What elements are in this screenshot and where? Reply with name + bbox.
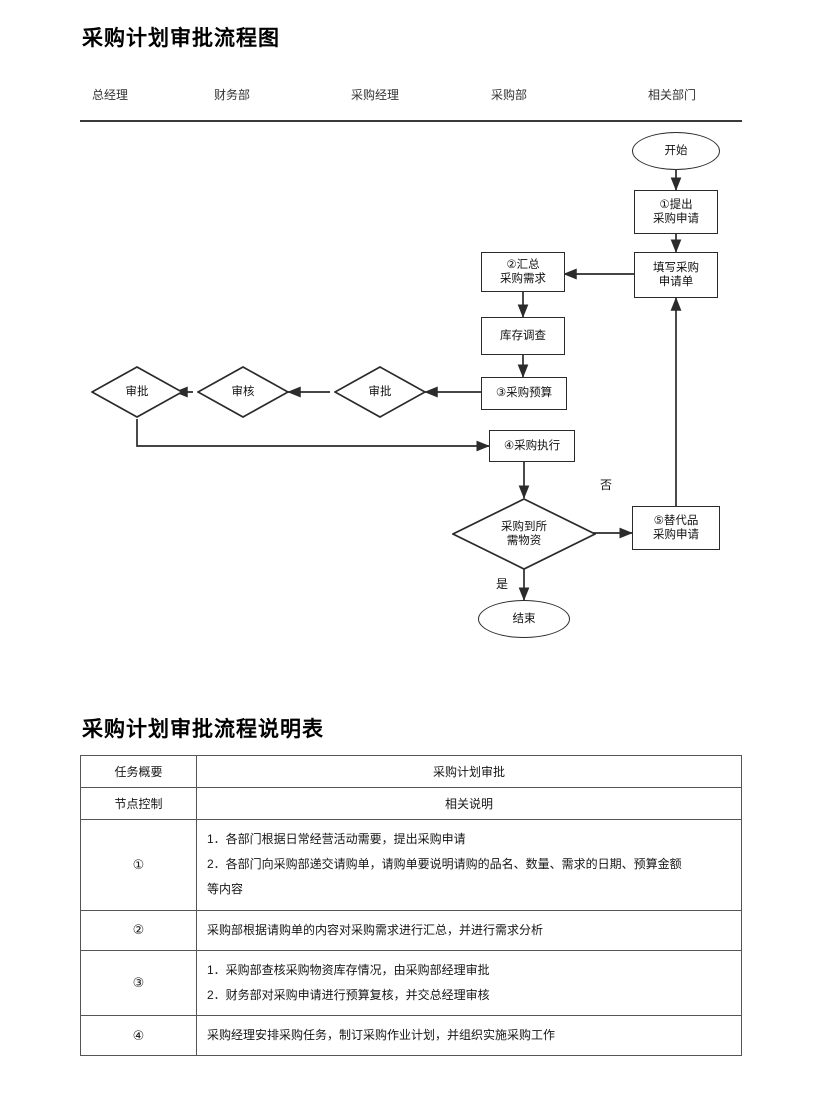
table-row: ① 1．各部门根据日常经营活动需要，提出采购申请 2．各部门向采购部递交请购单，…: [80, 819, 742, 911]
table-row: ④ 采购经理安排采购任务，制订采购作业计划，并组织实施采购工作: [80, 1015, 742, 1057]
node-purchase-budget: ③采购预算: [481, 377, 567, 410]
swimlane-divider-rule: [80, 120, 742, 122]
node-end: 结束: [478, 600, 570, 638]
row-key: ④: [80, 1015, 197, 1057]
row-key: ①: [80, 819, 197, 911]
row-line: 采购部根据请购单的内容对采购需求进行汇总，并进行需求分析: [207, 922, 544, 937]
node-start-label: 开始: [664, 144, 688, 157]
table-row: 节点控制 相关说明: [80, 787, 742, 820]
node-gather-demand-label: ②汇总采购需求: [500, 258, 546, 285]
node-start: 开始: [632, 132, 720, 170]
node-execute-purchase: ④采购执行: [489, 430, 575, 462]
row-value: 相关说明: [196, 787, 742, 820]
node-stock-check-label: 库存调查: [500, 329, 546, 342]
node-substitute-request-label: ⑤替代品采购申请: [653, 514, 699, 541]
lane-header-purchasing-manager: 采购经理: [350, 88, 400, 102]
swimlane-header-row: 总经理 财务部 采购经理 采购部 相关部门: [80, 86, 742, 120]
lane-header-related-dept: 相关部门: [647, 88, 697, 102]
lane-header-finance: 财务部: [213, 88, 251, 102]
row-line: 2．各部门向采购部递交请购单，请购单要说明请购的品名、数量、需求的日期、预算金额: [207, 857, 682, 872]
lane-header-gm: 总经理: [91, 88, 129, 102]
row-line: 采购经理安排采购任务，制订采购作业计划，并组织实施采购工作: [207, 1028, 556, 1043]
node-approve-purchasing-manager: 审批: [334, 366, 426, 418]
node-decision-goods-obtained: 采购到所需物资: [452, 498, 596, 570]
node-purchase-budget-label: ③采购预算: [495, 387, 553, 400]
node-stock-check: 库存调查: [481, 317, 565, 355]
node-execute-purchase-label: ④采购执行: [503, 439, 561, 452]
node-decision-goods-obtained-label: 采购到所需物资: [501, 520, 547, 547]
edge-label-yes: 是: [496, 577, 509, 591]
table-title: 采购计划审批流程说明表: [82, 717, 324, 741]
row-key: ③: [80, 949, 197, 1017]
row-value: 采购经理安排采购任务，制订采购作业计划，并组织实施采购工作: [196, 1015, 742, 1057]
node-review-finance: 审核: [197, 366, 289, 418]
node-end-label: 结束: [512, 612, 536, 625]
node-approve-general-manager: 审批: [91, 366, 183, 418]
node-gather-demand: ②汇总采购需求: [481, 252, 565, 292]
table-row: ② 采购部根据请购单的内容对采购需求进行汇总，并进行需求分析: [80, 909, 742, 951]
node-fill-application-form-label: 填写采购申请单: [653, 261, 699, 288]
node-submit-purchase-request: ①提出采购申请: [634, 190, 718, 234]
row-key: ②: [80, 909, 197, 951]
node-review-finance-label: 审核: [231, 385, 255, 398]
row-key: 任务概要: [80, 755, 197, 788]
process-explanation-table: 任务概要 采购计划审批 节点控制 相关说明 ① 1．各部门根据日常经营活动需要，…: [80, 755, 742, 1057]
row-value: 采购部根据请购单的内容对采购需求进行汇总，并进行需求分析: [196, 909, 742, 951]
row-key: 节点控制: [80, 787, 197, 820]
row-line: 等内容: [207, 882, 244, 897]
table-row: ③ 1．采购部查核采购物资库存情况，由采购部经理审批 2．财务部对采购申请进行预…: [80, 949, 742, 1017]
table-row: 任务概要 采购计划审批: [80, 755, 742, 788]
row-value: 1．各部门根据日常经营活动需要，提出采购申请 2．各部门向采购部递交请购单，请购…: [196, 819, 742, 911]
row-value: 1．采购部查核采购物资库存情况，由采购部经理审批 2．财务部对采购申请进行预算复…: [196, 949, 742, 1017]
node-approve-purchasing-manager-label: 审批: [368, 385, 392, 398]
node-substitute-request: ⑤替代品采购申请: [632, 506, 720, 550]
node-submit-purchase-request-label: ①提出采购申请: [653, 198, 699, 225]
row-value: 采购计划审批: [196, 755, 742, 788]
row-line: 1．各部门根据日常经营活动需要，提出采购申请: [207, 832, 466, 846]
lane-header-purchasing-dept: 采购部: [490, 88, 528, 102]
row-line: 2．财务部对采购申请进行预算复核，并交总经理审核: [207, 987, 490, 1002]
flowchart-title: 采购计划审批流程图: [82, 26, 280, 50]
node-fill-application-form: 填写采购申请单: [634, 252, 718, 298]
node-approve-general-manager-label: 审批: [125, 385, 149, 398]
row-line: 1．采购部查核采购物资库存情况，由采购部经理审批: [207, 962, 490, 977]
edge-label-no: 否: [600, 478, 613, 492]
